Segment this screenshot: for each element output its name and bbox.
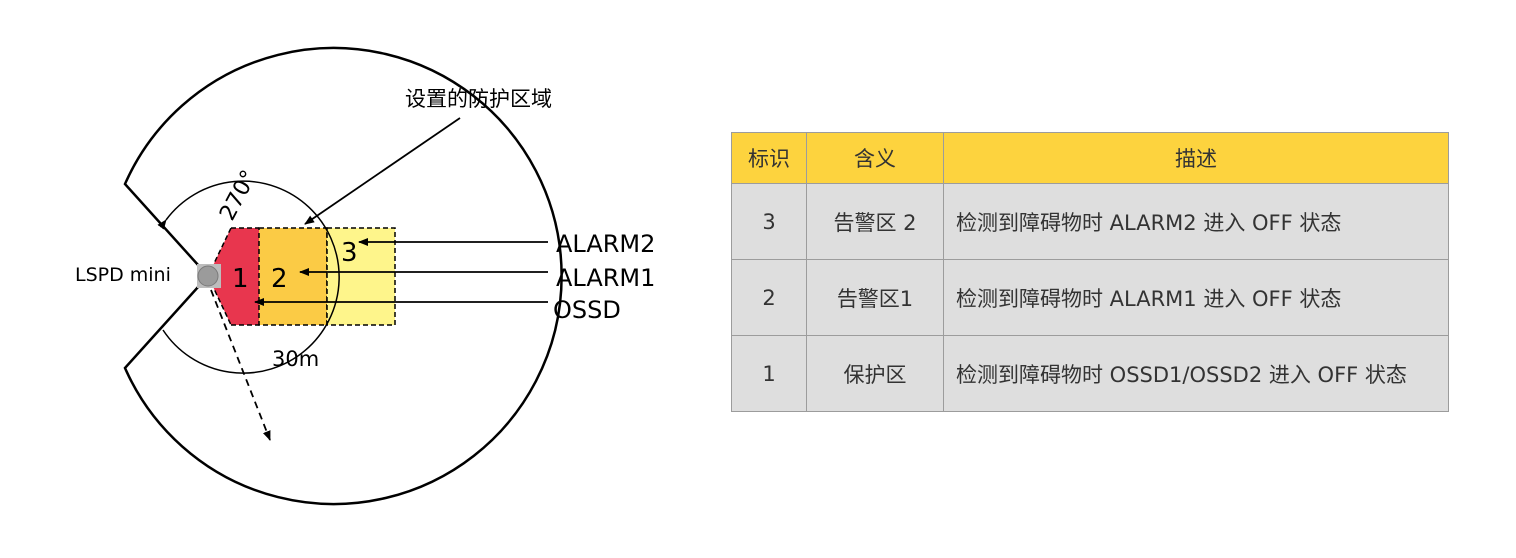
header-id: 标识 xyxy=(731,132,807,184)
cell-id: 2 xyxy=(731,259,807,336)
protection-area-label: 设置的防护区域 xyxy=(405,87,552,111)
table-header-row: 标识 含义 描述 xyxy=(731,132,1449,184)
scan-field-outline xyxy=(123,46,563,506)
table-row: 2 告警区1 检测到障碍物时 ALARM1 进入 OFF 状态 xyxy=(731,259,1449,336)
zone-2-number: 2 xyxy=(271,264,288,294)
cell-description: 检测到障碍物时 ALARM2 进入 OFF 状态 xyxy=(943,183,1449,260)
zone-1-protection xyxy=(208,228,259,325)
cell-id: 3 xyxy=(731,183,807,260)
sensor-lens xyxy=(197,265,219,287)
ossd-label: OSSD xyxy=(553,296,621,324)
range-arrow xyxy=(210,289,271,441)
table-row: 1 保护区 检测到障碍物时 OSSD1/OSSD2 进入 OFF 状态 xyxy=(731,335,1449,412)
angle-label: 270° xyxy=(215,166,262,225)
alarm2-label: ALARM2 xyxy=(556,230,655,258)
cell-description: 检测到障碍物时 ALARM1 进入 OFF 状态 xyxy=(943,259,1449,336)
cell-description: 检测到障碍物时 OSSD1/OSSD2 进入 OFF 状态 xyxy=(943,335,1449,412)
cell-meaning: 保护区 xyxy=(806,335,944,412)
angle-arc xyxy=(157,180,340,374)
sensor-label: LSPD mini xyxy=(75,264,171,286)
table-row: 3 告警区 2 检测到障碍物时 ALARM2 进入 OFF 状态 xyxy=(731,183,1449,260)
zone-legend-table: 标识 含义 描述 3 告警区 2 检测到障碍物时 ALARM2 进入 OFF 状… xyxy=(731,132,1449,412)
scan-field-diagram: 设置的防护区域 270° LSPD mini 30m 1 2 3 ALARM2 … xyxy=(75,46,655,506)
zone-1-number: 1 xyxy=(232,264,249,294)
alarm1-label: ALARM1 xyxy=(556,264,655,292)
range-label: 30m xyxy=(272,347,319,371)
header-meaning: 含义 xyxy=(806,132,944,184)
header-description: 描述 xyxy=(943,132,1449,184)
cell-meaning: 告警区 2 xyxy=(806,183,944,260)
protection-area-arrow xyxy=(304,117,461,225)
zone-2-warning xyxy=(258,227,328,326)
zone-3-number: 3 xyxy=(341,238,358,268)
cell-id: 1 xyxy=(731,335,807,412)
cell-meaning: 告警区1 xyxy=(806,259,944,336)
